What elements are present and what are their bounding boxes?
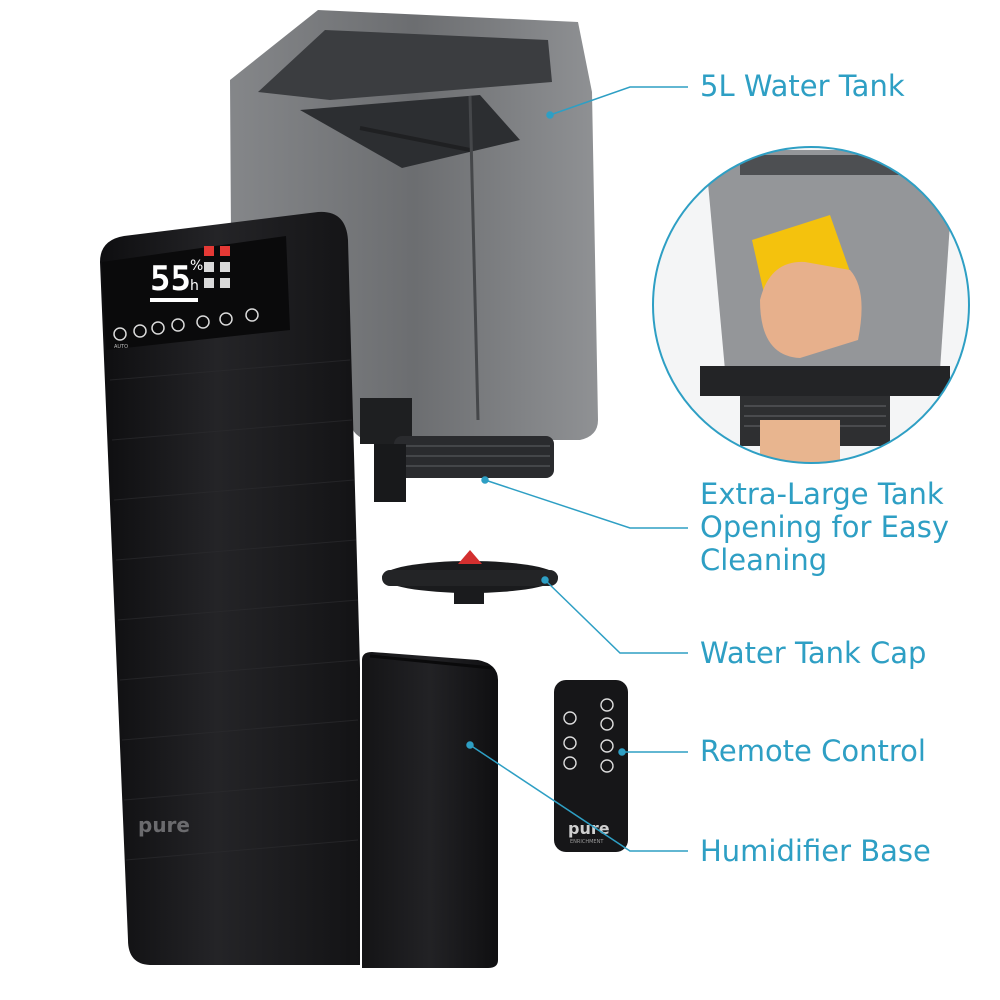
remote-auto-icon <box>563 711 577 725</box>
callout-tank-opening-line3: Cleaning <box>700 543 828 577</box>
leader-tank-cap <box>544 579 688 654</box>
leader-dot-water-tank <box>546 111 554 119</box>
callout-tank-opening: Extra-Large Tank Opening for Easy Cleani… <box>700 478 949 577</box>
callout-tank-cap: Water Tank Cap <box>700 636 927 670</box>
leader-dot-base <box>466 741 474 749</box>
leader-dot-tank-opening <box>481 476 489 484</box>
humidifier-body <box>100 211 360 965</box>
aroma-icon[interactable] <box>219 312 233 326</box>
callout-tank-opening-line2: Opening for Easy <box>700 510 949 544</box>
callout-tank-opening-line1: Extra-Large Tank <box>700 477 944 511</box>
leader-water-tank <box>549 86 688 116</box>
callout-water-tank: 5L Water Tank <box>700 69 905 103</box>
auto-icon[interactable] <box>113 327 127 341</box>
leader-lines <box>466 86 688 852</box>
led-bar <box>150 298 198 302</box>
heat-icon[interactable] <box>171 318 185 332</box>
auto-label: AUTO <box>114 344 128 350</box>
status-icons <box>204 246 230 288</box>
remote-power-icon <box>600 698 614 712</box>
remote-aroma-icon <box>600 739 614 753</box>
leader-tank-opening <box>484 479 688 529</box>
humidity-readout: 55 <box>150 259 191 299</box>
remote-heat-icon <box>563 736 577 750</box>
moon-icon[interactable] <box>133 324 147 338</box>
remote-droplet-icon <box>563 756 577 770</box>
humidity-unit: % <box>190 258 203 274</box>
body-logo: pure <box>138 813 190 837</box>
humidifier-base <box>362 652 498 968</box>
hand-icon <box>760 261 862 358</box>
leader-dot-remote <box>618 748 626 756</box>
control-display: 55 % h AUTO <box>113 246 259 350</box>
power-icon[interactable] <box>245 308 259 322</box>
callout-remote: Remote Control <box>700 734 926 768</box>
remote-control: pure ENRICHMENT <box>554 680 628 852</box>
remote-tagline: ENRICHMENT <box>570 839 604 845</box>
cleaning-inset <box>652 146 970 464</box>
callout-base: Humidifier Base <box>700 834 931 868</box>
leader-dot-tank-cap <box>541 576 549 584</box>
remote-mist-icon <box>600 759 614 773</box>
mist-level-icon[interactable] <box>151 321 165 335</box>
leader-base <box>469 744 688 852</box>
water-tank-cap <box>382 550 558 604</box>
droplet-icon[interactable] <box>196 315 210 329</box>
remote-logo: pure <box>568 819 610 838</box>
hour-unit: h <box>190 278 199 294</box>
remote-moon-icon <box>600 717 614 731</box>
